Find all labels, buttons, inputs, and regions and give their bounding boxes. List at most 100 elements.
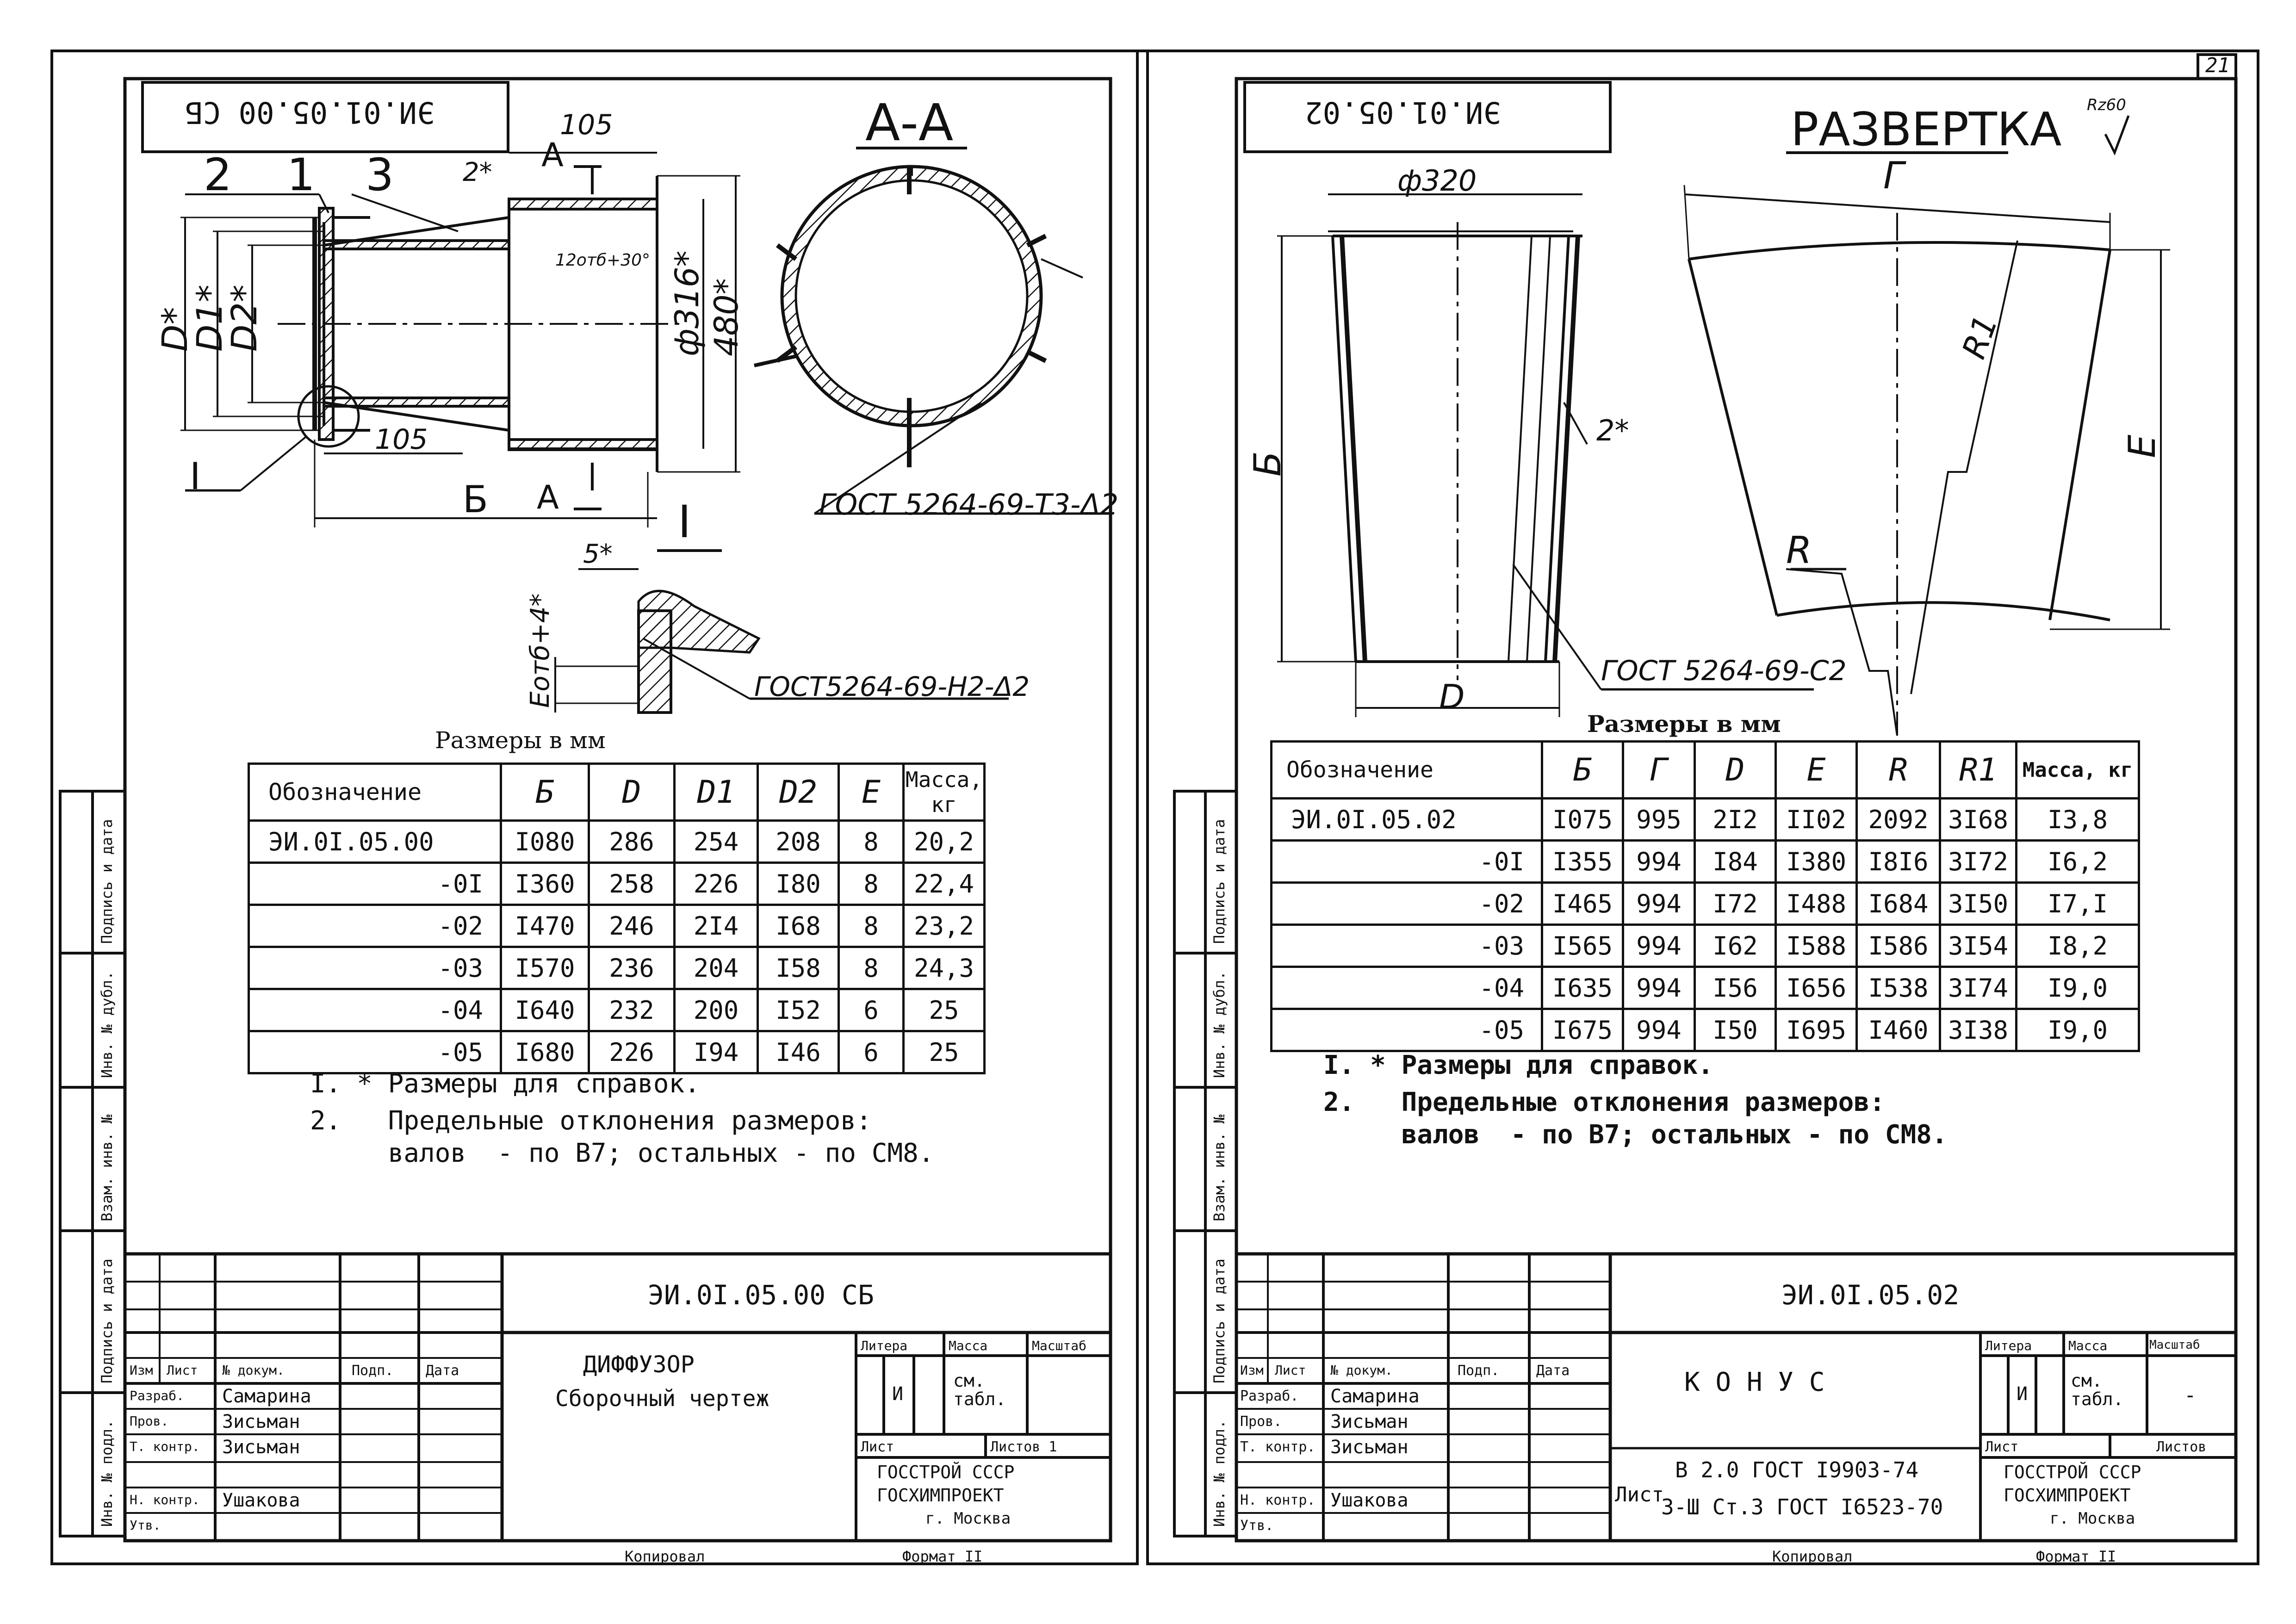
header-mass: Масса, кг bbox=[2015, 740, 2140, 800]
dim-D2: D2* bbox=[223, 285, 265, 352]
left-note-3: валов - по В7; остальных - по СМ8. bbox=[310, 1138, 934, 1168]
left-side-label-4: Подпись и дата bbox=[98, 1258, 116, 1383]
right-col-doc: № докум. bbox=[1330, 1363, 1393, 1378]
left-listov-label: Листов 1 bbox=[990, 1439, 1057, 1455]
left-massa-label: Масса bbox=[949, 1338, 988, 1353]
left-col-izm: Изм bbox=[130, 1363, 153, 1378]
dim-12: 12отб+30° bbox=[555, 251, 650, 270]
right-side-label-5: Инв. № подл. bbox=[1210, 1419, 1228, 1527]
left-list-label: Лист bbox=[861, 1439, 894, 1455]
right-side-label-3: Взам. инв. № bbox=[1210, 1114, 1228, 1221]
right-masshtab-label: Масштаб bbox=[2149, 1338, 2200, 1352]
right-massa-value: см. табл. bbox=[2071, 1370, 2124, 1409]
left-role-5: Н. контр. bbox=[130, 1492, 200, 1507]
right-role-2: Пров. bbox=[1240, 1413, 1282, 1430]
left-product-name: ДИФФУЗОР bbox=[583, 1351, 695, 1378]
left-person-3: Зисьман bbox=[222, 1437, 300, 1458]
left-litera-label: Литера bbox=[861, 1338, 908, 1353]
dim-320: ф320 bbox=[1397, 164, 1477, 198]
right-org-3: г. Москва bbox=[2050, 1509, 2135, 1528]
weld-note-section: ГОСТ 5264-69-Т3-Δ2 bbox=[819, 488, 1119, 521]
callout-1: 1 bbox=[287, 149, 316, 201]
header-R: R bbox=[1855, 740, 1941, 800]
right-spec-table: Обозначение Б Г D Е R R1 Масса, кг ЭИ.0I… bbox=[1270, 740, 2140, 1052]
left-sheet-frame bbox=[50, 50, 1139, 1565]
right-side-label-1: Подпись и дата bbox=[1210, 819, 1228, 944]
right-col-list: Лист bbox=[1275, 1363, 1306, 1378]
left-side-label-5: Инв. № подл. bbox=[98, 1419, 116, 1527]
header-D: D bbox=[588, 762, 676, 822]
header-G: Г bbox=[1622, 740, 1696, 800]
dim-105-top: 105 bbox=[560, 109, 613, 141]
page-number: 21 bbox=[2205, 54, 2230, 77]
left-org-3: г. Москва bbox=[925, 1509, 1011, 1528]
left-doc-code: ЭИ.0I.05.00 СБ bbox=[648, 1279, 874, 1311]
dim-R: R bbox=[1786, 529, 1812, 572]
right-litera-value: И bbox=[2017, 1383, 2028, 1405]
left-table-header: Обозначение Б D D1 D2 Е Масса, кг bbox=[248, 762, 986, 822]
left-person-2: Зисьман bbox=[222, 1411, 300, 1432]
dim-2-right: 2* bbox=[1596, 414, 1629, 447]
right-units-label: Размеры в мм bbox=[1587, 710, 1781, 738]
left-org-2: ГОСХИМПРОЕКТ bbox=[877, 1485, 1004, 1506]
left-masshtab-label: Масштаб bbox=[1032, 1338, 1087, 1353]
section-mark-top: А bbox=[541, 136, 564, 174]
dim-5: 5* bbox=[583, 539, 613, 569]
header-B: Б bbox=[500, 762, 590, 822]
left-org-1: ГОССТРОЙ СССР bbox=[877, 1462, 1015, 1482]
right-copied: Копировал bbox=[1772, 1548, 1853, 1565]
right-material-2: 3-Ш Ст.3 ГОСТ I6523-70 bbox=[1661, 1494, 1943, 1519]
left-role-1: Разраб. bbox=[130, 1388, 185, 1403]
right-product-name: К О Н У С bbox=[1684, 1367, 1825, 1397]
right-note-3: валов - по В7; остальных - по СМ8. bbox=[1323, 1120, 1948, 1150]
right-masshtab-value: - bbox=[2184, 1383, 2197, 1407]
right-massa-label: Масса bbox=[2068, 1338, 2108, 1353]
weld-note-right: ГОСТ 5264-69-С2 bbox=[1601, 655, 1847, 687]
left-role-3: Т. контр. bbox=[130, 1439, 200, 1454]
right-doc-code: ЭИ.0I.05.02 bbox=[1781, 1279, 1960, 1311]
dim-D-right: D bbox=[1439, 677, 1465, 716]
left-role-6: Утв. bbox=[130, 1518, 161, 1533]
right-format: Формат II bbox=[2036, 1548, 2116, 1565]
left-col-sign: Подп. bbox=[352, 1363, 394, 1379]
left-person-5: Ушакова bbox=[222, 1490, 300, 1511]
right-person-5: Ушакова bbox=[1330, 1490, 1409, 1511]
dim-316: ф316* bbox=[668, 250, 706, 356]
right-list-label: Лист bbox=[1985, 1439, 2019, 1455]
detail-mark-title: I bbox=[678, 496, 691, 548]
dim-105-bottom: 105 bbox=[375, 423, 428, 456]
right-role-1: Разраб. bbox=[1240, 1388, 1299, 1404]
right-sheet-frame bbox=[1146, 50, 2259, 1565]
left-col-date: Дата bbox=[426, 1363, 459, 1379]
left-code-stamp: ЭИ.01.05.00 СБ bbox=[185, 95, 435, 129]
right-side-label-2: Инв. № дубл. bbox=[1210, 971, 1228, 1078]
right-side-label-4: Подпись и дата bbox=[1210, 1258, 1228, 1383]
left-copied: Копировал bbox=[625, 1548, 705, 1565]
dim-E: Eотб+4* bbox=[525, 593, 555, 708]
header-E: Е bbox=[1775, 740, 1858, 800]
left-litera-value: И bbox=[892, 1383, 904, 1405]
left-massa-value: см. табл. bbox=[953, 1370, 1006, 1409]
left-spec-table: Обозначение Б D D1 D2 Е Масса, кг ЭИ.0I.… bbox=[248, 762, 986, 1074]
weld-note-detail: ГОСТ5264-69-Н2-Δ2 bbox=[754, 671, 1030, 702]
right-material-prefix: Лист bbox=[1615, 1483, 1664, 1506]
roughness-mark: Rz60 bbox=[2087, 96, 2126, 114]
callout-3: 3 bbox=[366, 149, 394, 201]
right-org-2: ГОСХИМПРОЕКТ bbox=[2004, 1485, 2131, 1506]
section-mark-bottom: А bbox=[537, 478, 559, 516]
left-side-label-1: Подпись и дата bbox=[98, 819, 116, 944]
header-D2: D2 bbox=[757, 762, 840, 822]
right-note-1: I. * Размеры для справок. bbox=[1323, 1050, 1713, 1080]
right-listov-label: Листов bbox=[2156, 1439, 2207, 1455]
header-designation: Обозначение bbox=[248, 762, 502, 822]
